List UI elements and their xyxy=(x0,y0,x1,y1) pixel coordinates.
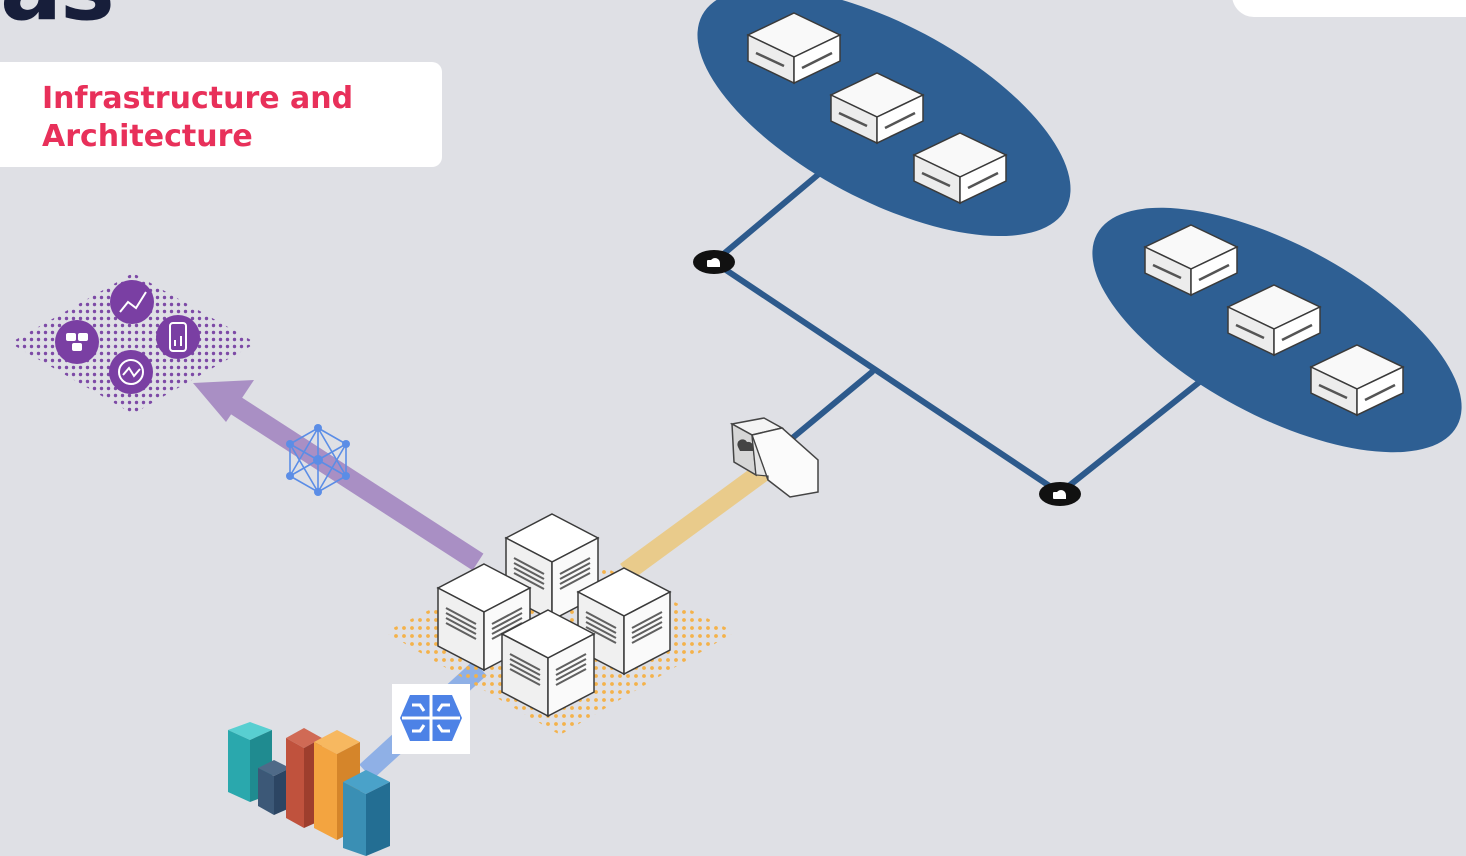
data-center xyxy=(385,513,735,735)
section-label: Infrastructure and Architecture xyxy=(42,81,354,154)
cloud-cluster-top xyxy=(697,0,1071,237)
analytics-icon xyxy=(110,280,154,324)
analytics-platform xyxy=(10,273,256,414)
mobile-report-icon xyxy=(156,315,200,359)
refresh-trend-icon xyxy=(109,350,153,394)
cloud-gateway-icon xyxy=(729,417,819,498)
database-icon xyxy=(55,320,99,364)
lock-icon xyxy=(693,250,735,274)
lock-icon xyxy=(1039,482,1081,506)
bar-columns-icon xyxy=(228,722,390,856)
analytics-arrow xyxy=(193,380,484,571)
section-label-card: Infrastructure and Architecture xyxy=(0,62,442,167)
gateway-link xyxy=(620,459,774,581)
network-links xyxy=(711,165,1215,496)
page-title: as xyxy=(0,0,115,34)
corner-card xyxy=(1232,0,1466,17)
brain-chip-icon xyxy=(392,684,470,754)
cloud-cluster-right xyxy=(1092,207,1462,453)
network-mesh-icon xyxy=(286,424,350,496)
